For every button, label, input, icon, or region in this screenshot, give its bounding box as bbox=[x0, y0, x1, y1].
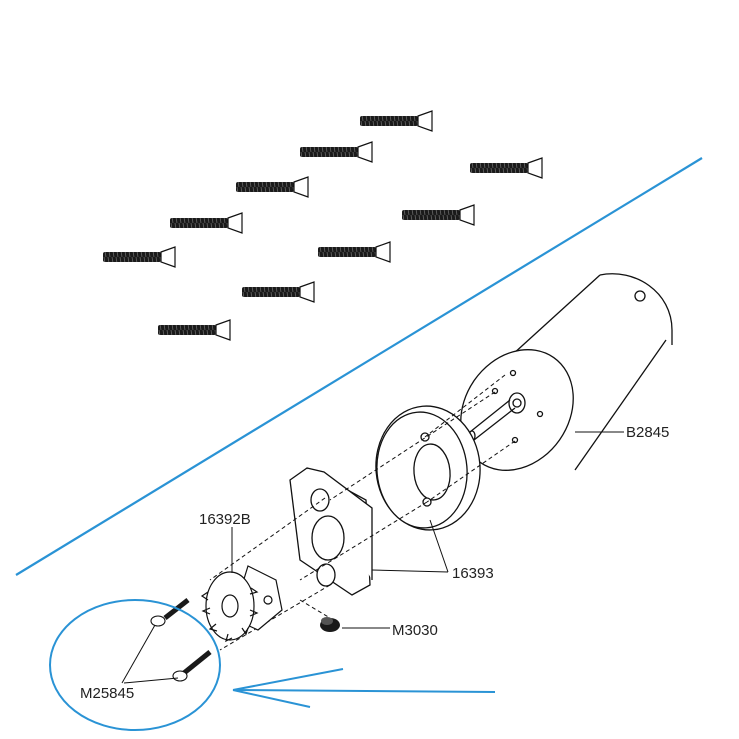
arrow-left-icon bbox=[232, 668, 496, 708]
screw-7 bbox=[317, 241, 391, 263]
screw-5 bbox=[401, 204, 475, 226]
screw-9 bbox=[241, 281, 315, 303]
screw-8 bbox=[102, 246, 176, 268]
label-mount: 16393 bbox=[452, 565, 494, 582]
separator-line bbox=[15, 157, 703, 576]
motor-mount bbox=[289, 467, 373, 596]
pinion-screws bbox=[150, 598, 212, 682]
screw-6 bbox=[169, 212, 243, 234]
highlight-circle bbox=[49, 599, 221, 731]
set-screw bbox=[320, 617, 340, 632]
screw-10 bbox=[157, 319, 231, 341]
label-setscrew: M3030 bbox=[392, 622, 438, 639]
screw-4 bbox=[235, 176, 309, 198]
label-screws: M25845 bbox=[80, 685, 134, 702]
spacer-plate bbox=[375, 405, 481, 531]
label-motor: B2845 bbox=[626, 424, 669, 441]
screw-1 bbox=[359, 110, 433, 132]
motor bbox=[460, 273, 690, 472]
assembly-lines bbox=[209, 374, 516, 651]
pinion-gear bbox=[200, 565, 283, 643]
leader-lines bbox=[121, 431, 624, 684]
label-pinion: 16392B bbox=[199, 511, 251, 528]
screw-2 bbox=[299, 141, 373, 163]
loose-screws bbox=[102, 110, 543, 341]
screw-3 bbox=[469, 157, 543, 179]
